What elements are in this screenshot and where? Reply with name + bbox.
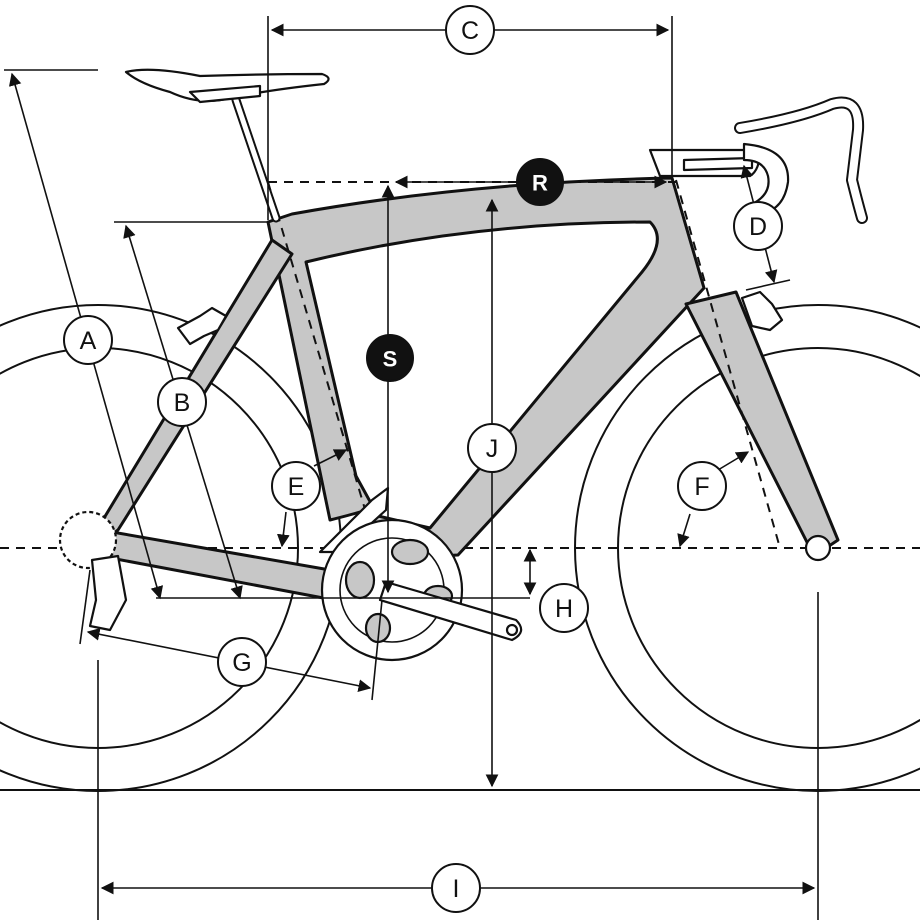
saddle [124,68,330,223]
svg-text:B: B [174,389,191,417]
label-j: J [467,423,517,473]
svg-text:G: G [232,649,251,677]
front-hub [804,534,832,562]
svg-text:S: S [383,347,398,372]
label-i: I [431,863,481,913]
label-c: C [445,5,495,55]
svg-text:H: H [555,595,573,623]
label-h: H [539,583,589,633]
label-r: R [516,158,564,206]
svg-text:F: F [694,473,709,501]
seat-tube-axis [267,181,381,561]
svg-text:D: D [749,213,767,241]
svg-text:E: E [288,473,305,501]
front-brake [740,290,784,332]
label-g: G [217,637,267,687]
label-d: D [733,201,783,251]
label-s: S [366,334,414,382]
svg-text:J: J [486,435,499,463]
label-a: A [63,315,113,365]
label-f: F [677,461,727,511]
svg-text:I: I [453,875,460,903]
label-e: E [271,461,321,511]
label-b: B [157,377,207,427]
svg-text:A: A [80,327,97,355]
svg-text:C: C [461,17,479,45]
svg-text:R: R [532,171,548,196]
